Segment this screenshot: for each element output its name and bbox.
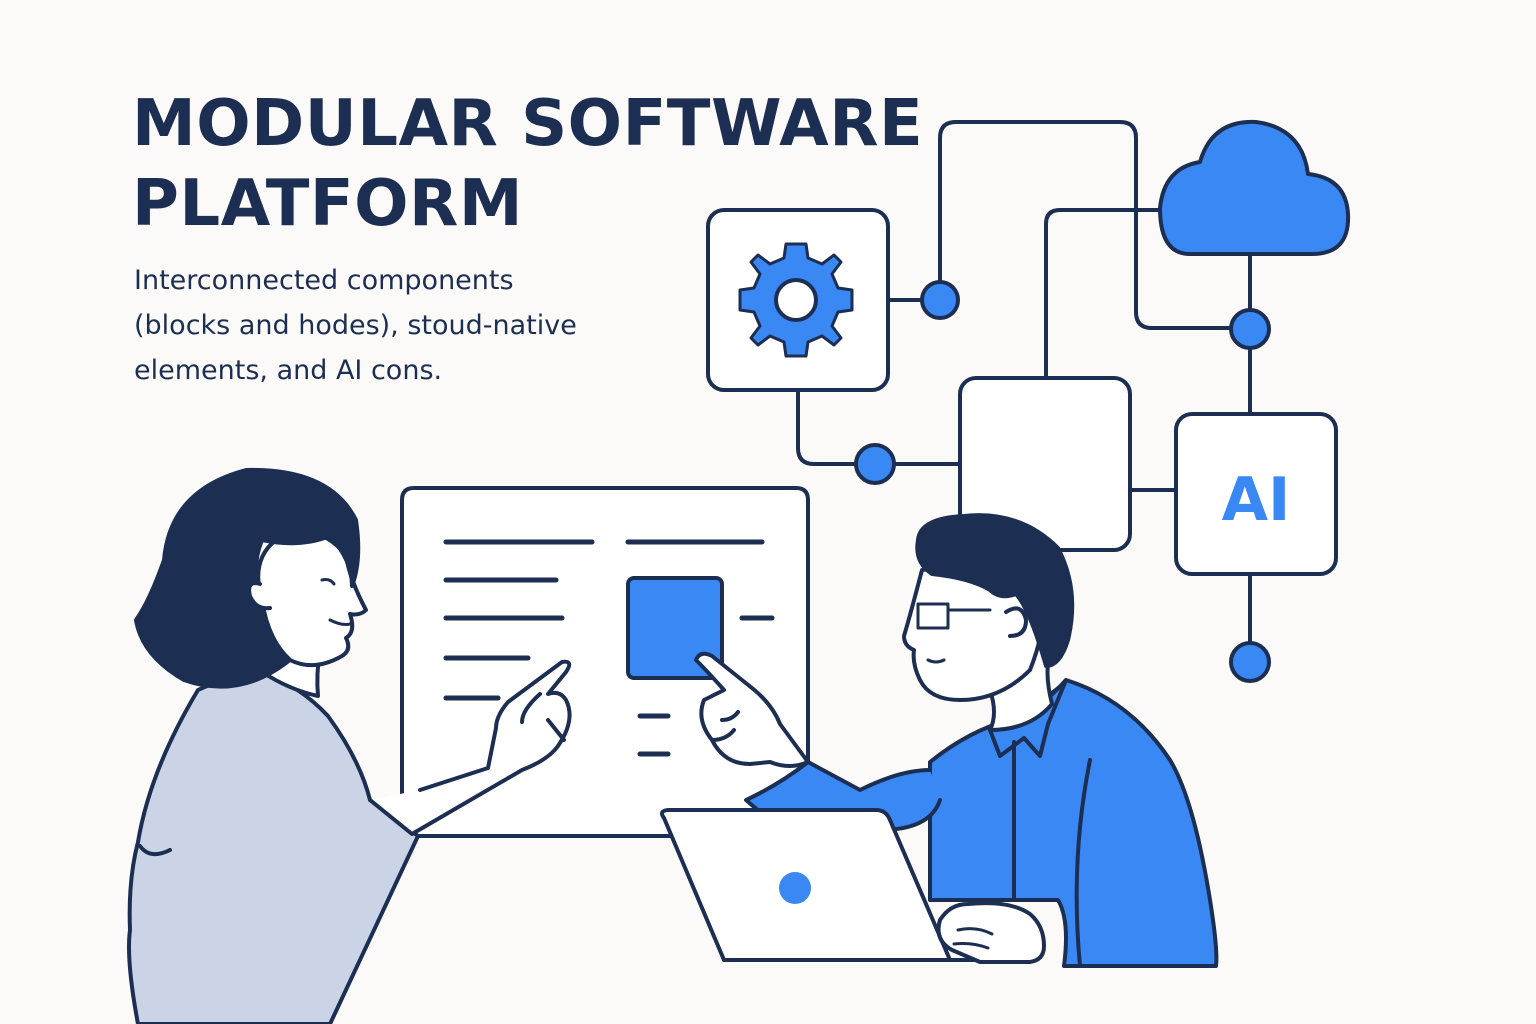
woman-figure	[127, 467, 572, 1024]
subtitle-line-1: Interconnected components	[134, 265, 514, 296]
ai-block	[1174, 412, 1338, 576]
title-line-1: MODULAR SOFTWARE	[132, 87, 924, 161]
gear-icon	[738, 242, 854, 358]
subtitle-line-2: (blocks and hodes), stoud-native	[134, 310, 577, 341]
page-title: MODULAR SOFTWARE PLATFORM	[132, 84, 923, 244]
connector-node-icon	[854, 280, 1271, 683]
connector-lines	[796, 120, 1252, 644]
cloud-icon	[1158, 119, 1351, 256]
ai-icon: AI	[1222, 465, 1291, 535]
subtitle-line-3: elements, and AI cons.	[134, 355, 443, 386]
subtitle: Interconnected components (blocks and ho…	[134, 258, 654, 393]
selected-module-block	[626, 576, 724, 680]
title-line-2: PLATFORM	[132, 167, 523, 241]
whiteboard-text-lines	[443, 539, 775, 757]
laptop-logo	[779, 872, 811, 904]
